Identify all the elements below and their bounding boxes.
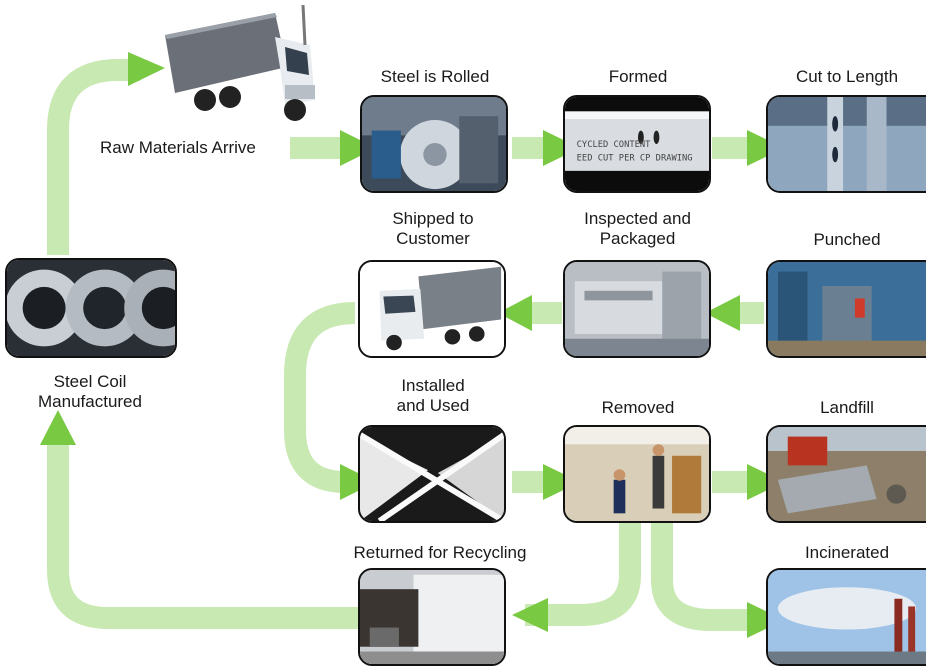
flow-removed-to-incinerated [651, 520, 752, 631]
steel-coil-photo [5, 258, 177, 358]
recycling-photo [358, 568, 506, 666]
formed-stamp-text-2: EED CUT PER CP DRAWING [577, 153, 693, 163]
label-removed: Removed [601, 398, 675, 417]
removed-photo [563, 425, 711, 523]
arrow-head [40, 410, 76, 445]
flow-coil-to-raw [47, 59, 140, 255]
installed-ceiling-photo [358, 425, 506, 523]
inspected-packaged-photo [563, 260, 711, 358]
label-formed: Formed [608, 67, 668, 86]
raw-materials-truck-photo [135, 4, 320, 125]
label-steel-coil: Steel Coil Manufactured [38, 372, 142, 411]
label-installed-used: Installed and Used [396, 376, 470, 415]
formed-stamp-text-1: CYCLED CONTENT [577, 140, 652, 150]
label-inspected-packaged: Inspected and Packaged [584, 209, 691, 248]
label-steel-rolled: Steel is Rolled [380, 67, 490, 86]
formed-photo: CYCLED CONTENT EED CUT PER CP DRAWING [563, 95, 711, 193]
steel-rolled-photo [360, 95, 508, 193]
label-incinerated: Incinerated [804, 543, 890, 562]
punched-photo [766, 260, 926, 358]
cut-to-length-photo [766, 95, 926, 193]
landfill-photo [766, 425, 926, 523]
label-landfill: Landfill [820, 398, 874, 417]
label-returned-recycling: Returned for Recycling [353, 543, 527, 562]
flow-shipped-to-installed [284, 302, 356, 493]
label-punched: Punched [813, 230, 881, 249]
flow-removed-to-recycling [525, 520, 641, 626]
arrow-head [512, 598, 548, 632]
shipped-truck-photo [358, 260, 506, 358]
label-raw-materials: Raw Materials Arrive [100, 138, 256, 157]
flow-recycling-to-coil [47, 440, 360, 629]
label-cut-to-length: Cut to Length [795, 67, 899, 86]
label-shipped-to-customer: Shipped to Customer [392, 209, 474, 248]
incinerated-photo [766, 568, 926, 666]
